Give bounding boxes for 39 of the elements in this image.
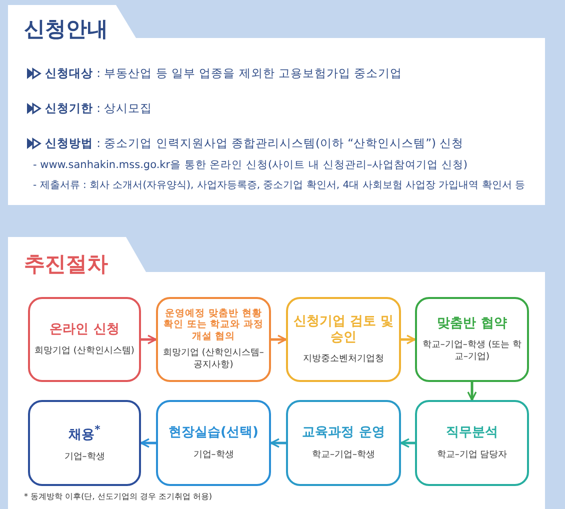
step-description: 희망기업 (산학인시스템–공지사항) (162, 347, 265, 372)
step-title: 교육과정 운영 (302, 425, 385, 442)
info-subitem: - www.sanhakin.mss.go.kr을 통한 온라인 신청(사이트 내 신청관리–사업참여기업 신청) (33, 158, 468, 172)
process-step-box (415, 297, 529, 382)
section-title: 신청안내 (24, 16, 108, 43)
footnote: * 동계방학 이후(단, 선도기업의 경우 조기취업 허용) (24, 491, 212, 502)
process-step-box (28, 400, 141, 486)
step-description: 학교–기업 담당자 (436, 448, 508, 461)
arrow (467, 382, 477, 401)
step-title: 맞춤반 협약 (437, 316, 507, 332)
info-item: 신청대상 : 부동산업 등 일부 업종을 제외한 고용보험가입 중소기업 (45, 66, 402, 81)
step-description: 기업–학생 (193, 448, 234, 461)
process-step-box (415, 400, 529, 486)
step-description: 기업–학생 (64, 450, 105, 463)
section-title: 추진절차 (24, 251, 108, 278)
arrow (271, 334, 287, 344)
process-step-box (286, 400, 401, 486)
process-step-box (156, 297, 271, 382)
arrow (270, 438, 286, 448)
process-step-box (28, 297, 141, 382)
step-description: 학교–기업–학생 (또는 학교–기업) (421, 338, 523, 364)
arrow (401, 334, 416, 344)
step-title: 직무분석 (446, 425, 498, 442)
step-title: 현장실습(선택) (168, 425, 258, 442)
info-item: 신청기한 : 상시모집 (45, 101, 152, 116)
info-subitem: - 제출서류 : 회사 소개서(자유양식), 사업자등록증, 중소기업 확인서, 4대 사회보험 사업장 가입내역 확인서 등 (33, 179, 526, 192)
step-description: 희망기업 (산학인시스템) (34, 345, 134, 358)
step-title: 온라인 신청 (50, 322, 120, 338)
step-description: 학교–기업–학생 (312, 448, 375, 461)
arrow (141, 334, 157, 344)
arrow (400, 438, 415, 448)
step-title: 신청기업 검토 및 승인 (292, 314, 395, 346)
step-title: 채용$^{*}$ (68, 423, 100, 444)
step-description: 지방중소벤처기업청 (303, 353, 384, 366)
step-title: 운영예정 맞춤반 현황 확인 또는 학교와 과정 개설 협의 (162, 308, 264, 344)
info-item: 신청방법 : 중소기업 인력지원사업 종합관리시스템(이하 “산학인시스템”) 신청 (45, 136, 464, 151)
process-step-box (286, 297, 401, 382)
arrow (140, 438, 156, 448)
process-step-box (156, 400, 271, 486)
